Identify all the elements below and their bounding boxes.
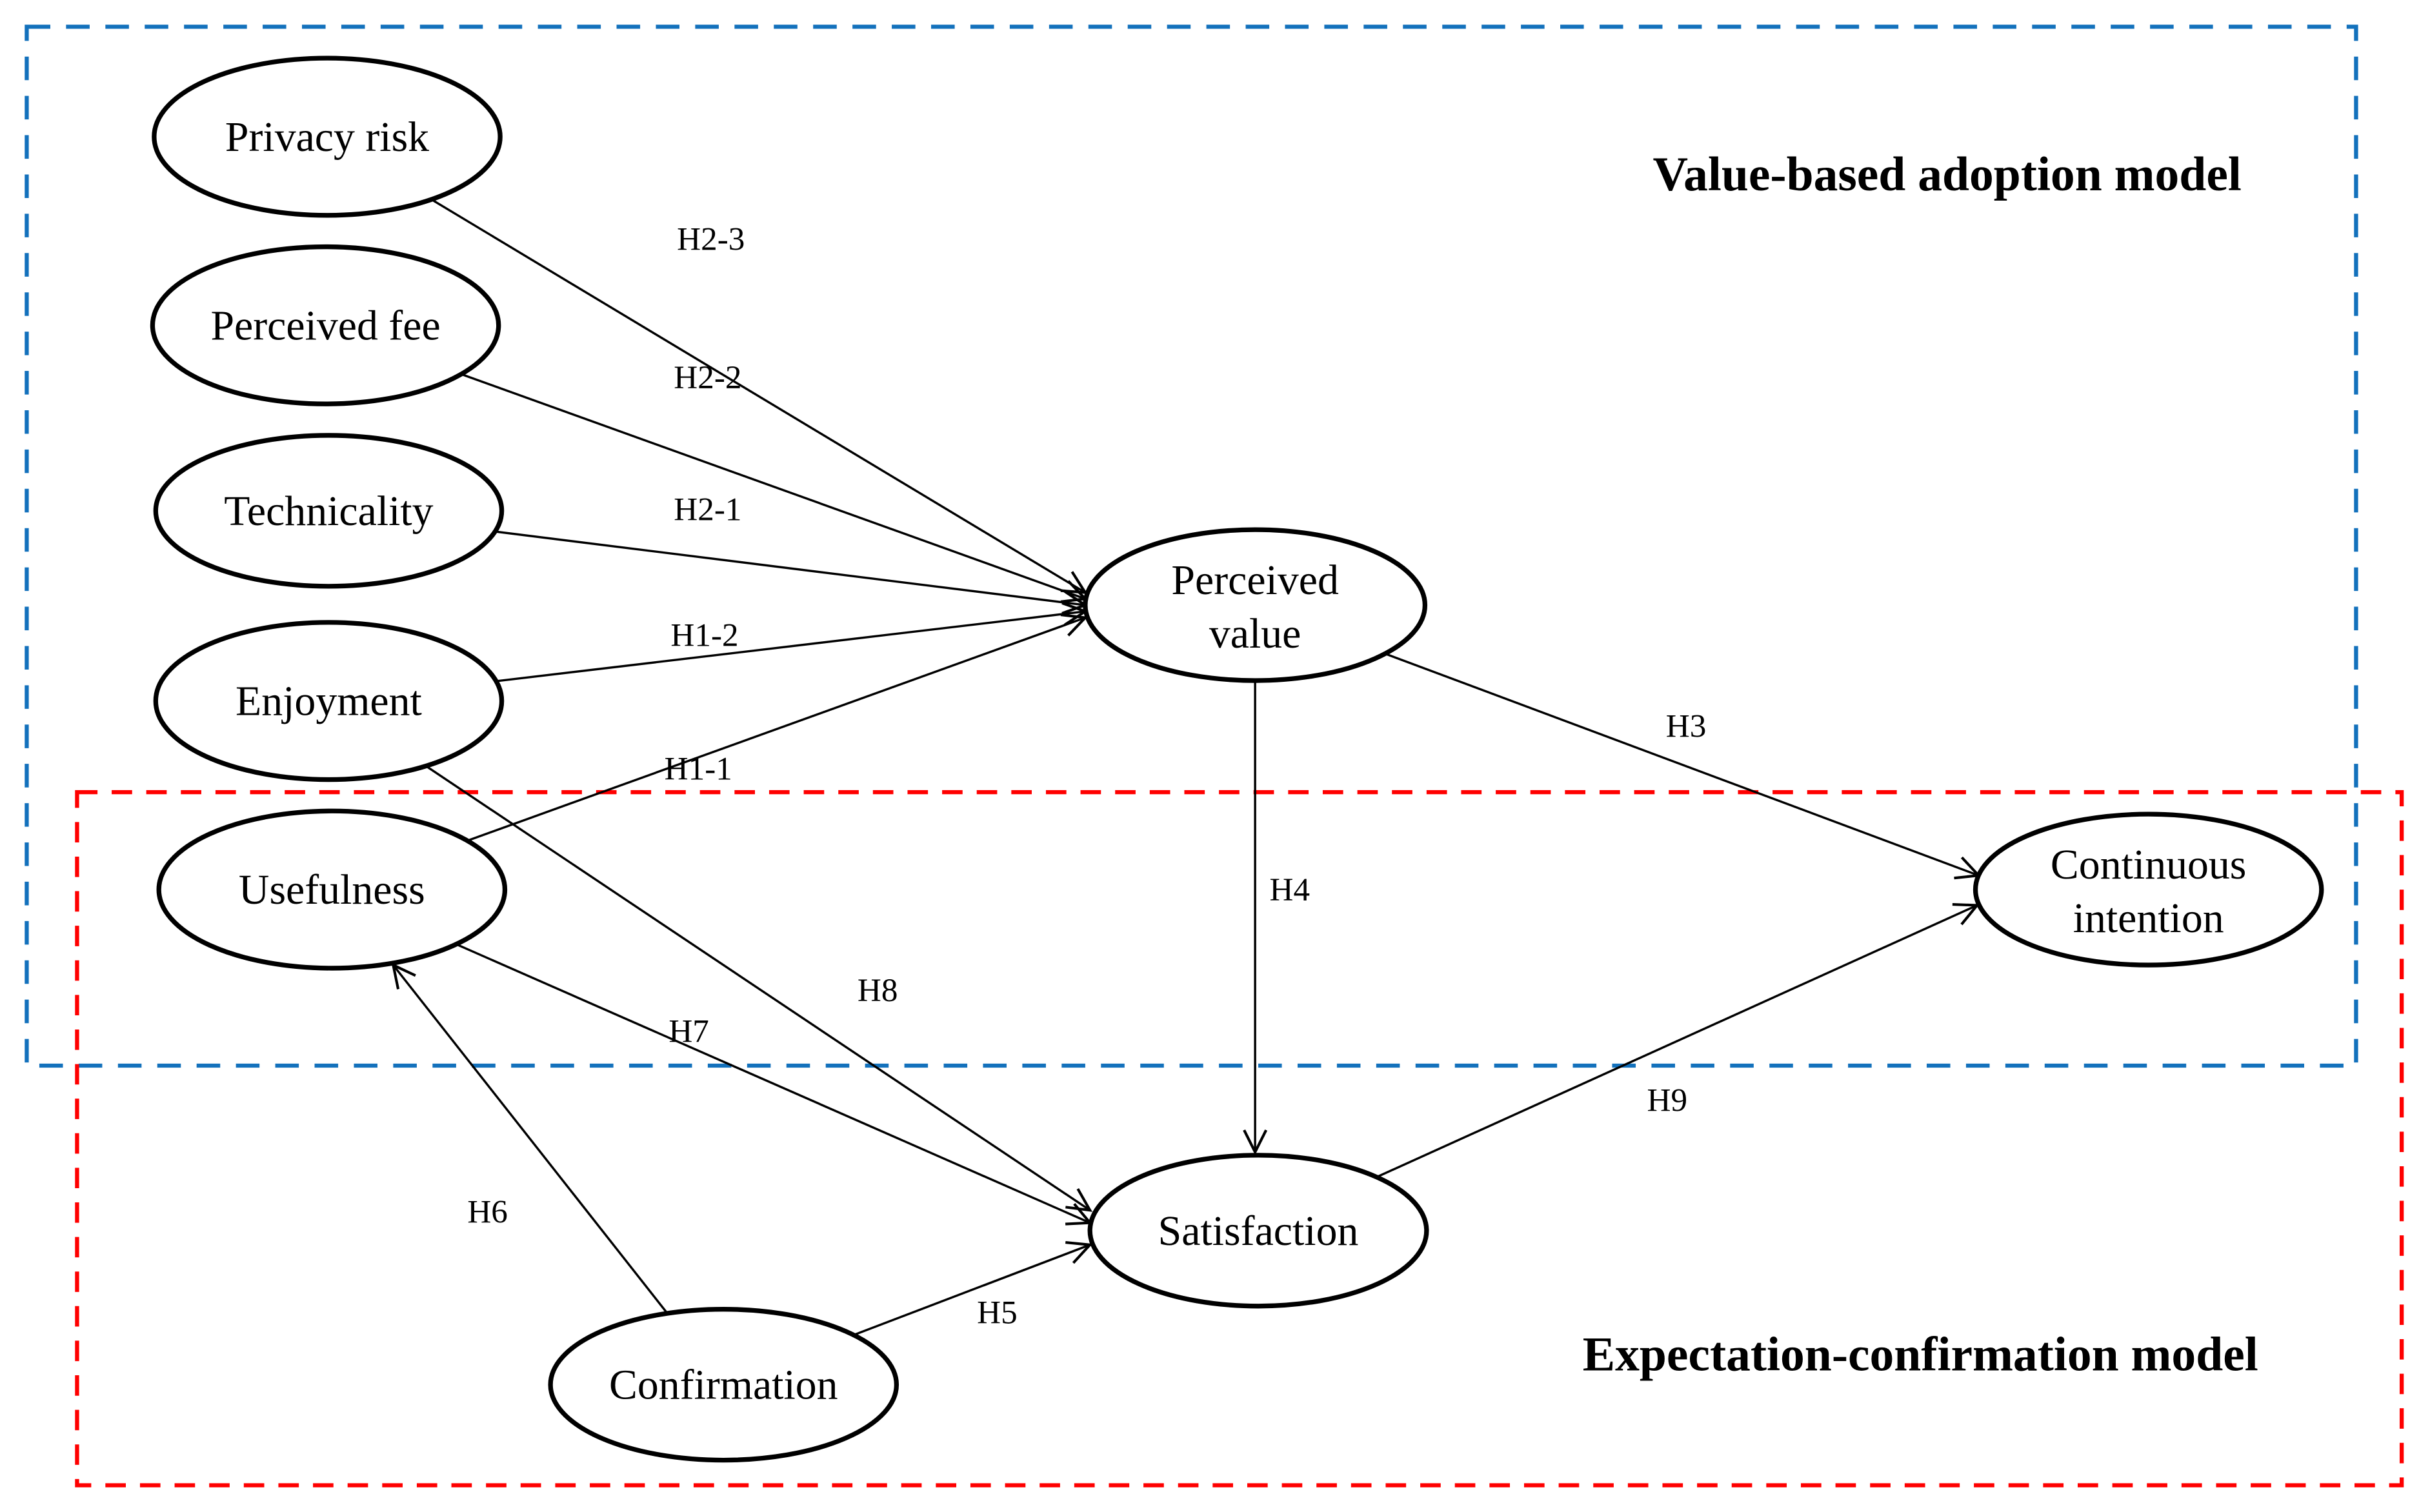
expectation-confirmation-model-title: Expectation-confirmation model <box>1583 1328 2258 1382</box>
edge-label-h2-1: H2-1 <box>674 492 741 528</box>
node-perceived-fee-label: Perceived fee <box>210 302 440 349</box>
edge-label-h2-3: H2-3 <box>677 221 745 257</box>
edge-label-h7: H7 <box>668 1013 709 1049</box>
node-confirmation <box>548 1307 899 1463</box>
edge-h2-3-privacy-risk-to-perceived-value <box>326 135 1088 594</box>
edge-label-h8: H8 <box>858 972 898 1009</box>
edge-label-h1-2: H1-2 <box>670 617 738 653</box>
edge-label-h4: H4 <box>1270 871 1310 908</box>
edge-label-h2-2: H2-2 <box>674 359 741 396</box>
node-enjoyment <box>153 620 505 782</box>
node-perceived-value <box>1083 527 1428 683</box>
edge-label-h3: H3 <box>1666 708 1707 745</box>
node-enjoyment-label: Enjoyment <box>236 678 422 725</box>
node-usefulness-label: Usefulness <box>239 866 425 913</box>
edge-h8-enjoyment-to-satisfaction <box>328 700 1093 1212</box>
node-satisfaction <box>1087 1153 1429 1309</box>
node-perceived-fee <box>150 244 501 406</box>
node-privacy-risk-label: Privacy risk <box>225 114 429 161</box>
node-technicality <box>153 433 505 589</box>
edge-label-h6: H6 <box>467 1194 508 1231</box>
node-usefulness <box>156 808 508 971</box>
edge-label-h9: H9 <box>1647 1082 1688 1119</box>
edge-label-h1-1: H1-1 <box>665 751 732 788</box>
value-based-adoption-model-frame <box>25 25 2358 1068</box>
expectation-confirmation-model-frame <box>75 790 2404 1487</box>
node-satisfaction-label: Satisfaction <box>1158 1208 1359 1255</box>
edge-label-h5: H5 <box>977 1295 1018 1331</box>
node-confirmation-label: Confirmation <box>609 1362 838 1409</box>
value-based-adoption-model-title: Value-based adoption model <box>1653 148 2242 201</box>
node-technicality-label: Technicality <box>224 488 433 535</box>
node-privacy-risk <box>152 55 503 218</box>
node-continuous-intention <box>1973 811 2324 968</box>
